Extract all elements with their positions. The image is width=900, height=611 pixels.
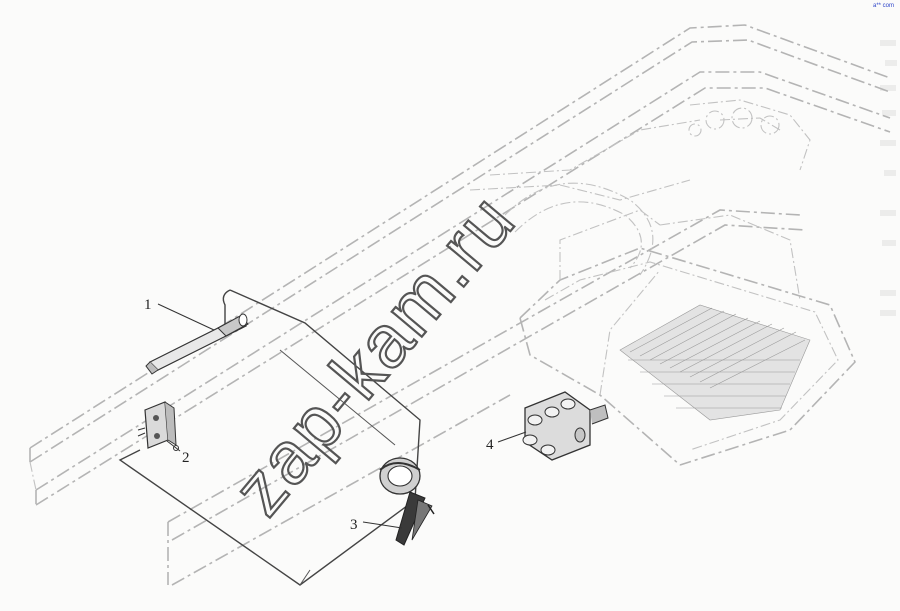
background-ghost-text — [880, 40, 897, 316]
callout-3: 3 — [350, 517, 358, 533]
part-4-valve — [522, 391, 609, 461]
part-2-valve-block — [137, 401, 179, 451]
frame-rails-phantom — [29, 24, 891, 586]
leader-lines — [157, 303, 527, 529]
part-1-rod — [145, 313, 249, 375]
callout-2: 2 — [182, 450, 190, 466]
callout-4: 4 — [486, 437, 494, 453]
housing-phantom — [504, 107, 780, 276]
corner-mark: a** com — [872, 3, 894, 9]
battery-box-phantom — [519, 209, 856, 466]
mesh-grid — [619, 304, 811, 421]
watermark-text: zap-kam.ru — [217, 178, 531, 530]
callout-1: 1 — [144, 297, 152, 313]
part-3-clamp — [379, 457, 435, 546]
